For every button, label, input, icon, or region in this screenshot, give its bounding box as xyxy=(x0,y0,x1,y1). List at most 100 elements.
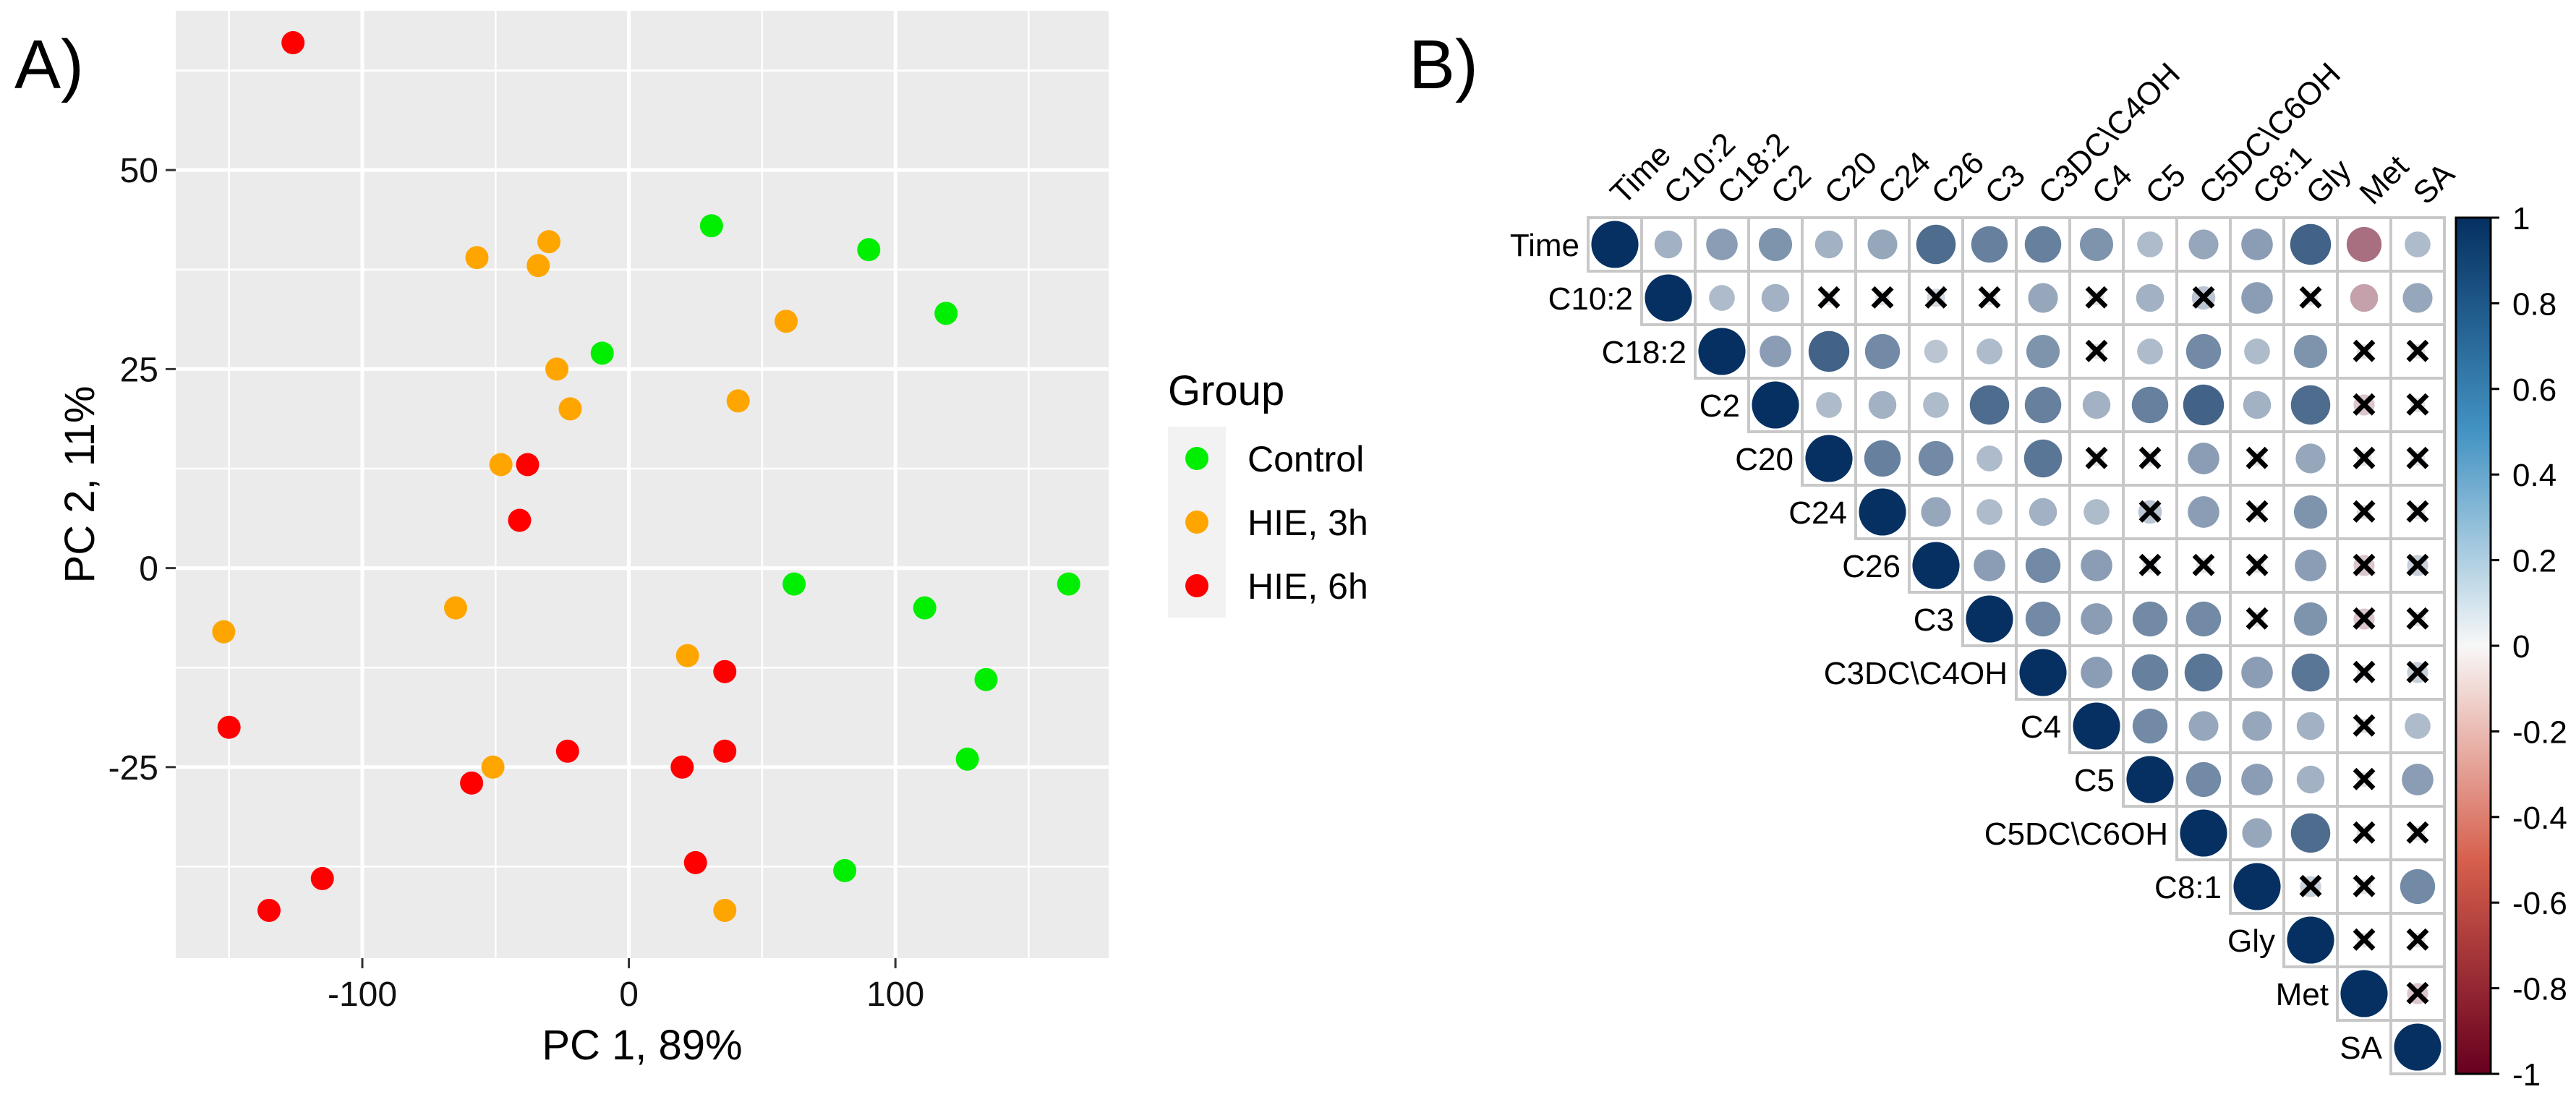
correlation-circle xyxy=(2142,558,2158,573)
correlation-circle xyxy=(1969,385,2010,425)
correlation-circle xyxy=(2079,227,2114,262)
y-tick-label: 0 xyxy=(139,550,158,589)
insignificant-mark: × xyxy=(2405,433,2431,483)
correlation-circle xyxy=(2356,772,2372,787)
y-axis-title: PC 2, 11% xyxy=(56,386,103,584)
column-label: C20 xyxy=(1817,145,1884,211)
colorbar-label: -0.6 xyxy=(2512,886,2567,921)
correlation-circle xyxy=(2023,439,2063,478)
correlation-circle xyxy=(2185,601,2222,637)
correlation-circle xyxy=(1918,440,1954,477)
correlation-circle xyxy=(2356,343,2372,359)
row-label: C18:2 xyxy=(1602,335,1686,370)
insignificant-mark: × xyxy=(2351,808,2377,858)
x-axis-title: PC 1, 89% xyxy=(542,1022,742,1069)
data-points xyxy=(212,31,1080,922)
correlation-circle xyxy=(1868,390,1897,419)
insignificant-mark: × xyxy=(2351,594,2377,644)
data-point-control xyxy=(782,572,806,596)
insignificant-mark: × xyxy=(2405,647,2431,697)
correlation-circle xyxy=(2028,283,2058,313)
insignificant-mark: × xyxy=(2405,487,2431,537)
correlation-circle xyxy=(2188,496,2219,528)
correlation-circle xyxy=(2402,764,2434,795)
correlation-circle xyxy=(2183,384,2225,426)
correlation-circle xyxy=(2026,334,2060,369)
plot-background xyxy=(176,11,1109,958)
x-tick-label: -100 xyxy=(328,976,397,1014)
insignificant-mark: × xyxy=(1869,273,1895,323)
correlation-circle xyxy=(2405,231,2431,257)
correlation-circle xyxy=(1814,230,1843,259)
colorbar-label: 0.4 xyxy=(2512,458,2556,493)
colorbar-label: -0.4 xyxy=(2512,801,2567,836)
row-label: C4 xyxy=(2021,709,2061,745)
data-point-control xyxy=(955,747,979,771)
correlation-circle xyxy=(2407,555,2428,576)
correlation-circle xyxy=(2356,879,2372,895)
correlation-circle xyxy=(2185,333,2222,370)
data-point-hie-3h xyxy=(481,755,505,779)
correlation-circle xyxy=(1808,330,1850,372)
correlation-circle xyxy=(1709,285,1735,311)
correlation-circle xyxy=(2025,601,2061,637)
data-point-hie-6h xyxy=(683,850,707,874)
correlation-circle xyxy=(1859,488,1906,536)
matrix-cell xyxy=(1640,216,1697,273)
correlation-circle xyxy=(1976,338,2003,364)
data-point-control xyxy=(857,238,881,262)
correlation-circle xyxy=(2290,813,2331,853)
correlation-circle xyxy=(2188,711,2219,741)
correlation-circle xyxy=(2249,611,2265,627)
correlation-circle xyxy=(1758,227,1793,262)
data-point-hie-3h xyxy=(526,254,550,278)
legend-key-hie-6h xyxy=(1185,574,1208,597)
correlation-circle xyxy=(2249,451,2265,466)
colorbar: 10.80.60.40.20-0.2-0.4-0.6-0.8-1 xyxy=(2455,201,2567,1093)
matrix-cell xyxy=(2389,912,2446,968)
correlation-circle xyxy=(2073,702,2120,750)
insignificant-mark: × xyxy=(2351,701,2377,751)
colorbar-label: 0.6 xyxy=(2512,372,2556,408)
insignificant-mark: × xyxy=(2351,540,2377,590)
row-label: C10:2 xyxy=(1548,281,1633,317)
correlation-circle xyxy=(2300,876,2321,897)
correlation-circle xyxy=(2295,443,2326,474)
data-point-hie-6h xyxy=(217,715,241,739)
grid-lines xyxy=(176,11,1109,958)
colorbar-label: -1 xyxy=(2512,1057,2541,1093)
correlation-circle xyxy=(2356,504,2372,520)
correlation-circle xyxy=(2184,653,2223,692)
correlation-circle xyxy=(2394,1023,2441,1071)
correlation-circle xyxy=(2407,662,2428,683)
correlation-circle xyxy=(2353,394,2375,416)
correlation-circle xyxy=(2137,231,2163,257)
insignificant-mark: × xyxy=(2137,540,2163,590)
matrix-cell xyxy=(2389,216,2446,273)
correlation-circle xyxy=(1821,290,1837,306)
insignificant-mark: × xyxy=(1816,273,1842,323)
insignificant-mark: × xyxy=(2298,861,2324,911)
correlation-circle xyxy=(1982,290,1997,306)
row-label: Gly xyxy=(2227,923,2275,959)
insignificant-mark: × xyxy=(2351,433,2377,483)
correlation-circle xyxy=(2346,226,2382,262)
correlation-circle xyxy=(2131,386,2169,424)
correlation-circle xyxy=(2410,397,2426,413)
correlation-circle xyxy=(2356,665,2372,680)
correlation-circle xyxy=(2196,558,2212,573)
correlation-circle xyxy=(2410,611,2426,627)
insignificant-mark: × xyxy=(2298,273,2324,323)
correlation-circle xyxy=(1927,289,1945,307)
insignificant-mark: × xyxy=(2244,594,2270,644)
correlation-circle xyxy=(2356,718,2372,734)
row-label: C3 xyxy=(1914,602,1954,638)
correlation-circle xyxy=(2029,498,2057,526)
correlation-circle xyxy=(2290,385,2331,425)
y-tick-label: -25 xyxy=(108,749,158,787)
correlation-circle xyxy=(2126,756,2174,803)
correlation-circle xyxy=(1875,290,1890,306)
data-point-hie-6h xyxy=(713,739,737,763)
data-point-hie-3h xyxy=(675,644,699,667)
correlation-circle xyxy=(2081,657,2112,688)
